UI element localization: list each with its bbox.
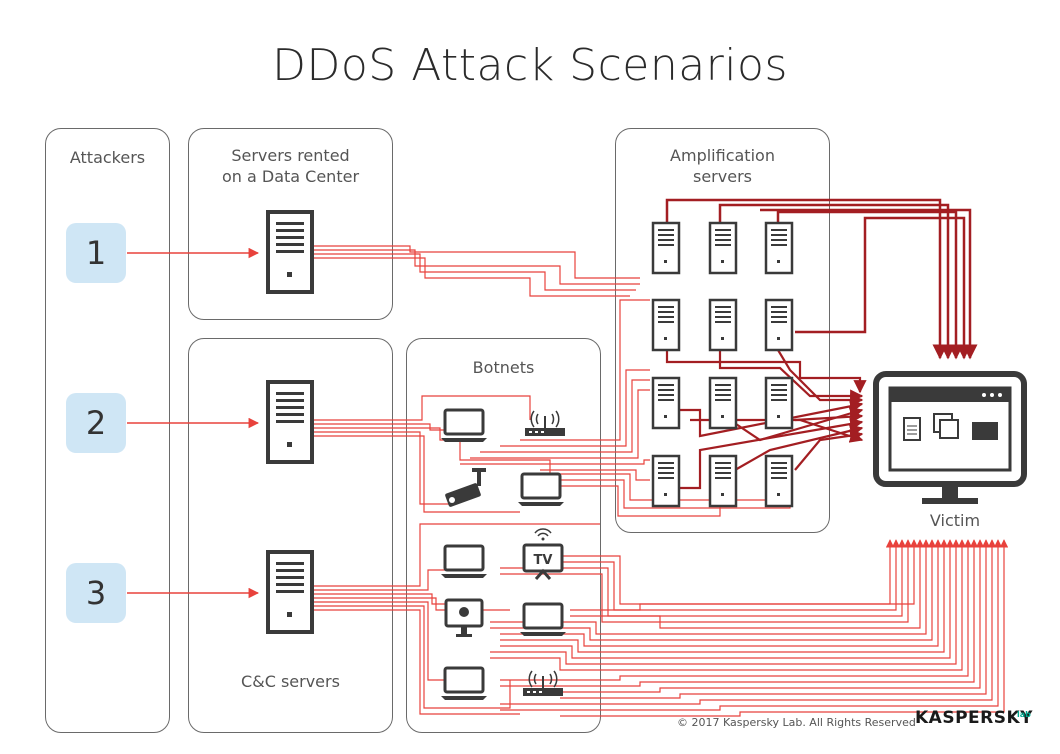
amp-server-icon xyxy=(708,221,738,275)
amp-server-icon xyxy=(651,298,681,352)
amp-server-icon xyxy=(651,454,681,508)
amplification-server-grid xyxy=(651,221,794,508)
botnets-panel: Botnets xyxy=(406,338,601,733)
amp-side-victim-links xyxy=(665,349,867,490)
cc2-links xyxy=(312,395,551,513)
amp-top-victim-links xyxy=(665,198,978,360)
amp-server-icon xyxy=(708,454,738,508)
attackers-panel-label: Attackers xyxy=(69,148,146,167)
attackers-panel: Attackers xyxy=(45,128,170,733)
tv-label: TV xyxy=(534,553,553,568)
amp-server-icon xyxy=(764,376,794,430)
kaspersky-logo: KASPERSKY xyxy=(915,708,1033,728)
amp-server-icon xyxy=(764,298,794,352)
laptop-icon xyxy=(439,408,489,444)
laptop-icon xyxy=(439,666,489,702)
laptop-icon xyxy=(516,472,566,508)
amp-server-icon xyxy=(651,221,681,275)
amp-server-icon xyxy=(708,298,738,352)
amplification-panel-label: Amplification servers xyxy=(670,146,775,186)
router-icon xyxy=(524,410,566,437)
botnet1-amp-links xyxy=(460,299,791,517)
amplification-panel: Amplification servers xyxy=(615,128,830,533)
datacenter-server-icon xyxy=(266,210,314,294)
laptop-icon xyxy=(439,544,489,580)
datacenter-links xyxy=(312,245,640,297)
copyright-text: © 2017 Kaspersky Lab. All Rights Reserve… xyxy=(677,716,916,729)
datacenter-panel: Servers rented on a Data Center xyxy=(188,128,393,320)
attacker-3-badge: 3 xyxy=(66,563,126,623)
camera-icon xyxy=(445,468,486,507)
page-title: DDoS Attack Scenarios xyxy=(272,40,788,91)
imac-icon xyxy=(444,598,484,637)
victim-label: Victim xyxy=(929,511,981,530)
botnet2-victim-links xyxy=(490,539,1009,717)
amp-server-icon xyxy=(764,221,794,275)
victim-monitor-icon xyxy=(873,371,1027,504)
attacker-1-badge: 1 xyxy=(66,223,126,283)
kaspersky-logo-lab: lab xyxy=(1017,710,1031,719)
router-icon xyxy=(522,670,564,697)
cc-panel: C&C servers xyxy=(188,338,393,733)
tv-icon: TV xyxy=(522,528,564,580)
amp-server-icon xyxy=(651,376,681,430)
laptop-icon xyxy=(518,602,568,638)
cc-server-2-icon xyxy=(266,550,314,634)
amp-server-icon xyxy=(764,454,794,508)
datacenter-panel-label: Servers rented on a Data Center xyxy=(221,146,360,186)
botnets-panel-label: Botnets xyxy=(472,358,535,377)
amp-server-icon xyxy=(708,376,738,430)
cc-panel-label: C&C servers xyxy=(241,672,340,691)
attacker-2-badge: 2 xyxy=(66,393,126,453)
cc-server-1-icon xyxy=(266,380,314,464)
